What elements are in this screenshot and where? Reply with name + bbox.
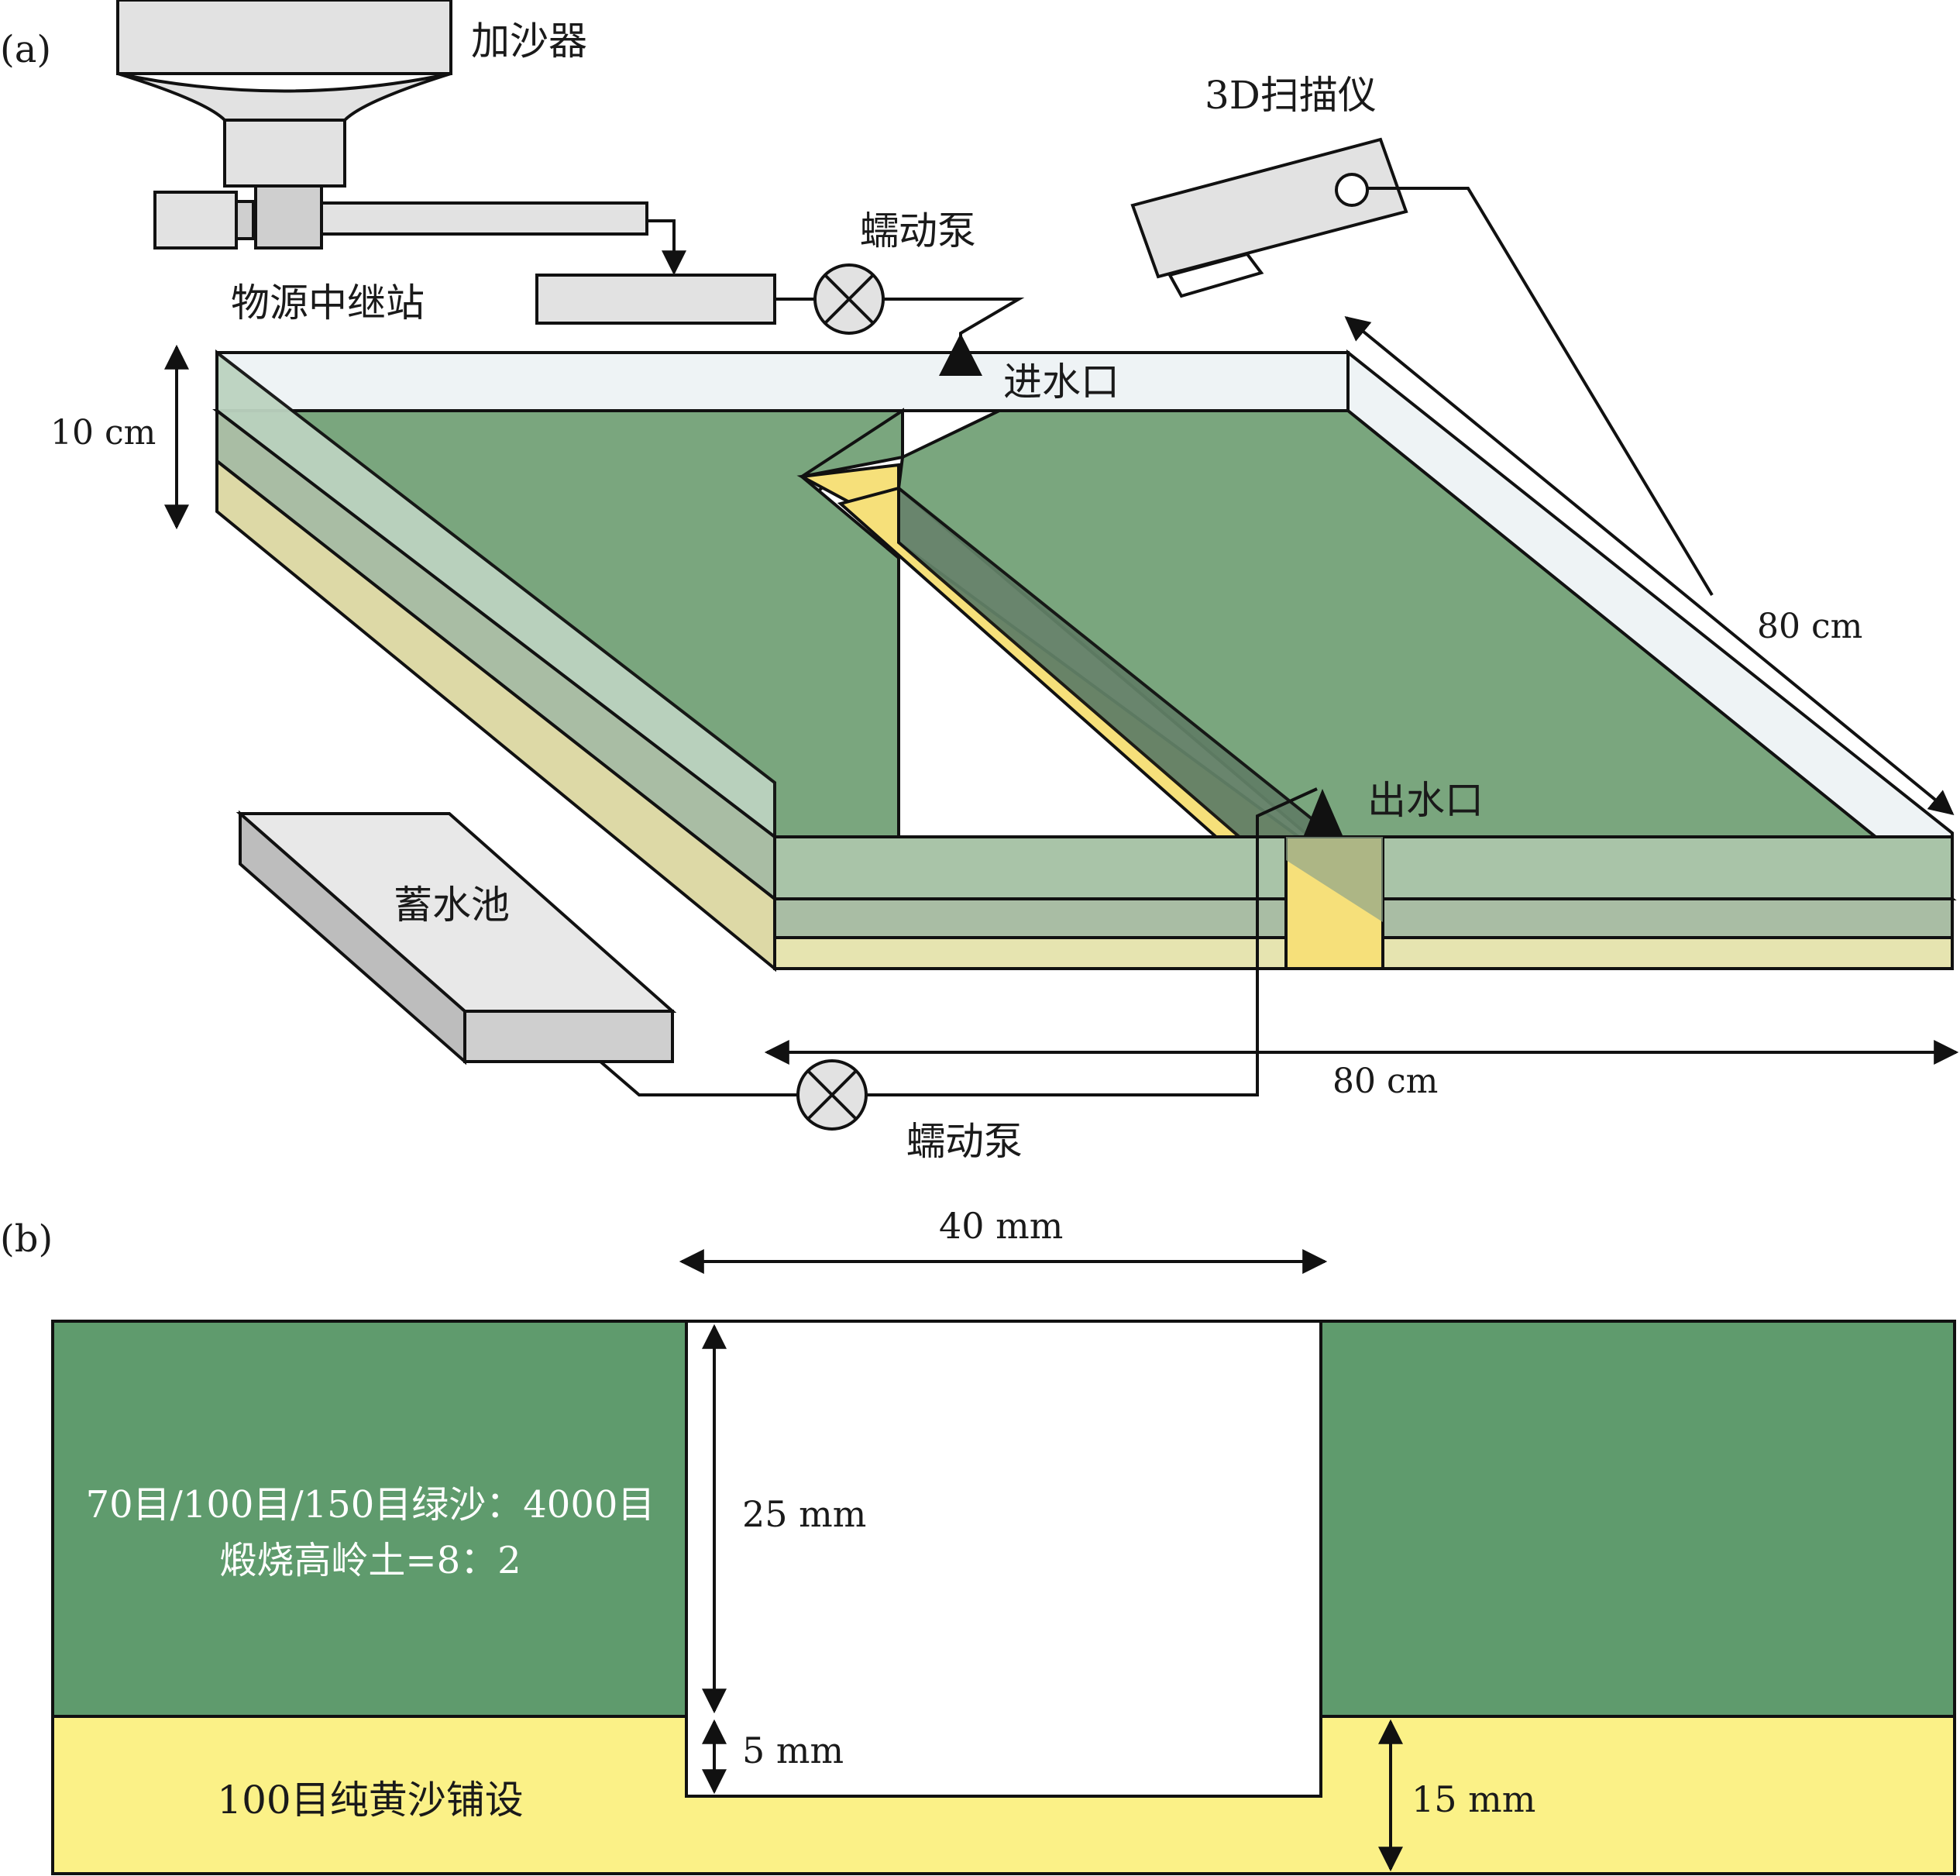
reservoir-label: 蓄水池	[394, 883, 510, 928]
front-glass-right	[1381, 835, 1954, 900]
inlet-pipe	[883, 298, 1025, 349]
hopper-top	[116, 0, 452, 75]
pump-top-label: 蠕动泵	[860, 208, 976, 253]
sand-adder-label: 加沙器	[471, 19, 587, 64]
pump-bottom-label: 蠕动泵	[906, 1119, 1023, 1164]
green-sand-block-left	[51, 1320, 688, 1718]
relay-coupler	[235, 200, 255, 240]
dim-length-arrow	[1344, 315, 1955, 816]
dim-5mm-label: 5 mm	[742, 1730, 844, 1771]
dim-40mm-label: 40 mm	[939, 1205, 1063, 1247]
relay-body	[254, 184, 323, 250]
sand-adder	[116, 0, 776, 325]
dim-height-label: 10 cm	[50, 413, 156, 453]
inlet-label: 进水口	[1003, 360, 1119, 404]
mixing-box	[535, 274, 776, 325]
front-glass-left	[773, 835, 1288, 900]
dim-25mm-label: 25 mm	[742, 1493, 866, 1535]
front-sand-right	[1381, 936, 1954, 970]
reservoir	[236, 810, 677, 1065]
reservoir-front	[463, 1010, 674, 1063]
scanner-stand	[1167, 252, 1264, 298]
dim-length-label: 80 cm	[1757, 607, 1862, 646]
dim-15mm-label: 15 mm	[1412, 1778, 1535, 1820]
scanner-label: 3D扫描仪	[1205, 73, 1377, 118]
panel-b: (b) 40 mm 25 mm 5 mm 15 mm 70目/100目/150目…	[0, 1205, 1956, 1875]
dim-width-label: 80 cm	[1332, 1062, 1438, 1101]
feed-arrow	[647, 219, 686, 276]
relay-motor	[153, 191, 238, 250]
front-green-right	[1381, 897, 1954, 939]
outlet-pipe	[866, 787, 1318, 1096]
channel-head	[800, 408, 904, 478]
scanner-lens-icon	[1335, 173, 1369, 207]
relay-conveyor	[320, 201, 648, 236]
channel-cut	[685, 1320, 1322, 1798]
panel-a-tag: (a)	[0, 28, 51, 71]
outlet-triangle-icon	[1304, 789, 1343, 835]
relay-station-label: 物源中继站	[231, 281, 425, 325]
hopper-neck	[223, 119, 346, 188]
yellow-sand-label: 100目纯黄沙铺设	[217, 1778, 523, 1823]
panel-a: (a) 加沙器 物源中继站 蠕动泵 3D扫描仪 进水口 出水口 蓄水池 蠕动泵 …	[0, 0, 1959, 1164]
green-sand-block-right	[1319, 1320, 1956, 1718]
outlet-label: 出水口	[1367, 778, 1484, 823]
pump-bottom	[599, 787, 1343, 1131]
front-sand-left	[773, 936, 1288, 970]
hopper-funnel	[117, 72, 452, 122]
green-sand-label-line1: 70目/100目/150目绿沙：4000目	[86, 1483, 655, 1527]
panel-b-tag: (b)	[0, 1217, 53, 1261]
front-channel-shade	[1286, 837, 1383, 922]
front-green-left	[773, 897, 1288, 939]
green-sand-label-line2: 煅烧高岭土=8：2	[219, 1539, 521, 1582]
pump-top	[775, 263, 1025, 376]
inlet-triangle-icon	[939, 333, 982, 376]
scanner-body	[1130, 137, 1408, 279]
